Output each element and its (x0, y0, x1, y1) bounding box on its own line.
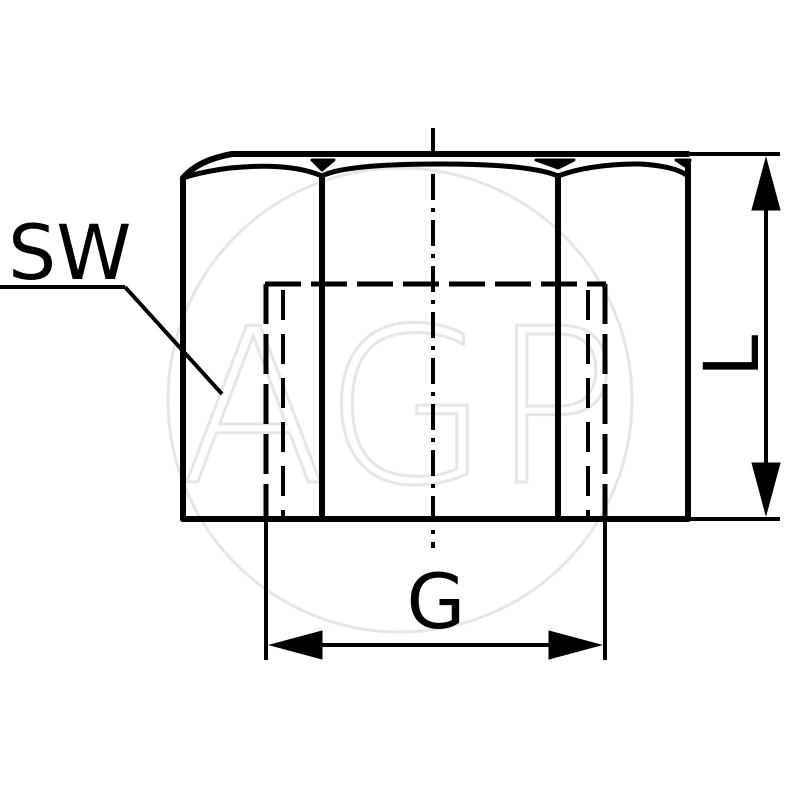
l-dimension (688, 152, 781, 521)
g-dimension (264, 519, 607, 660)
chamfer-notch-left (310, 158, 336, 172)
chamfer-arc-left (180, 163, 325, 181)
watermark-logo: AGP (166, 166, 634, 634)
chamfer-arc-middle (319, 161, 561, 179)
watermark-text: AGP (180, 282, 620, 533)
chamfer-arc-right (555, 161, 691, 179)
l-label: L (687, 335, 776, 377)
chamfer-notch-right (534, 158, 576, 170)
internal-thread (263, 281, 608, 519)
sw-leader-line (123, 285, 224, 396)
g-arrow-left (268, 630, 323, 660)
sw-callout (0, 285, 224, 396)
watermark-circle (166, 166, 634, 634)
l-arrow-top (751, 156, 781, 211)
l-arrow-bottom (751, 462, 781, 517)
sw-label: SW (8, 208, 131, 297)
chamfer-notch-far-right (674, 158, 692, 170)
g-arrow-right (548, 630, 603, 660)
g-label: G (407, 557, 466, 646)
